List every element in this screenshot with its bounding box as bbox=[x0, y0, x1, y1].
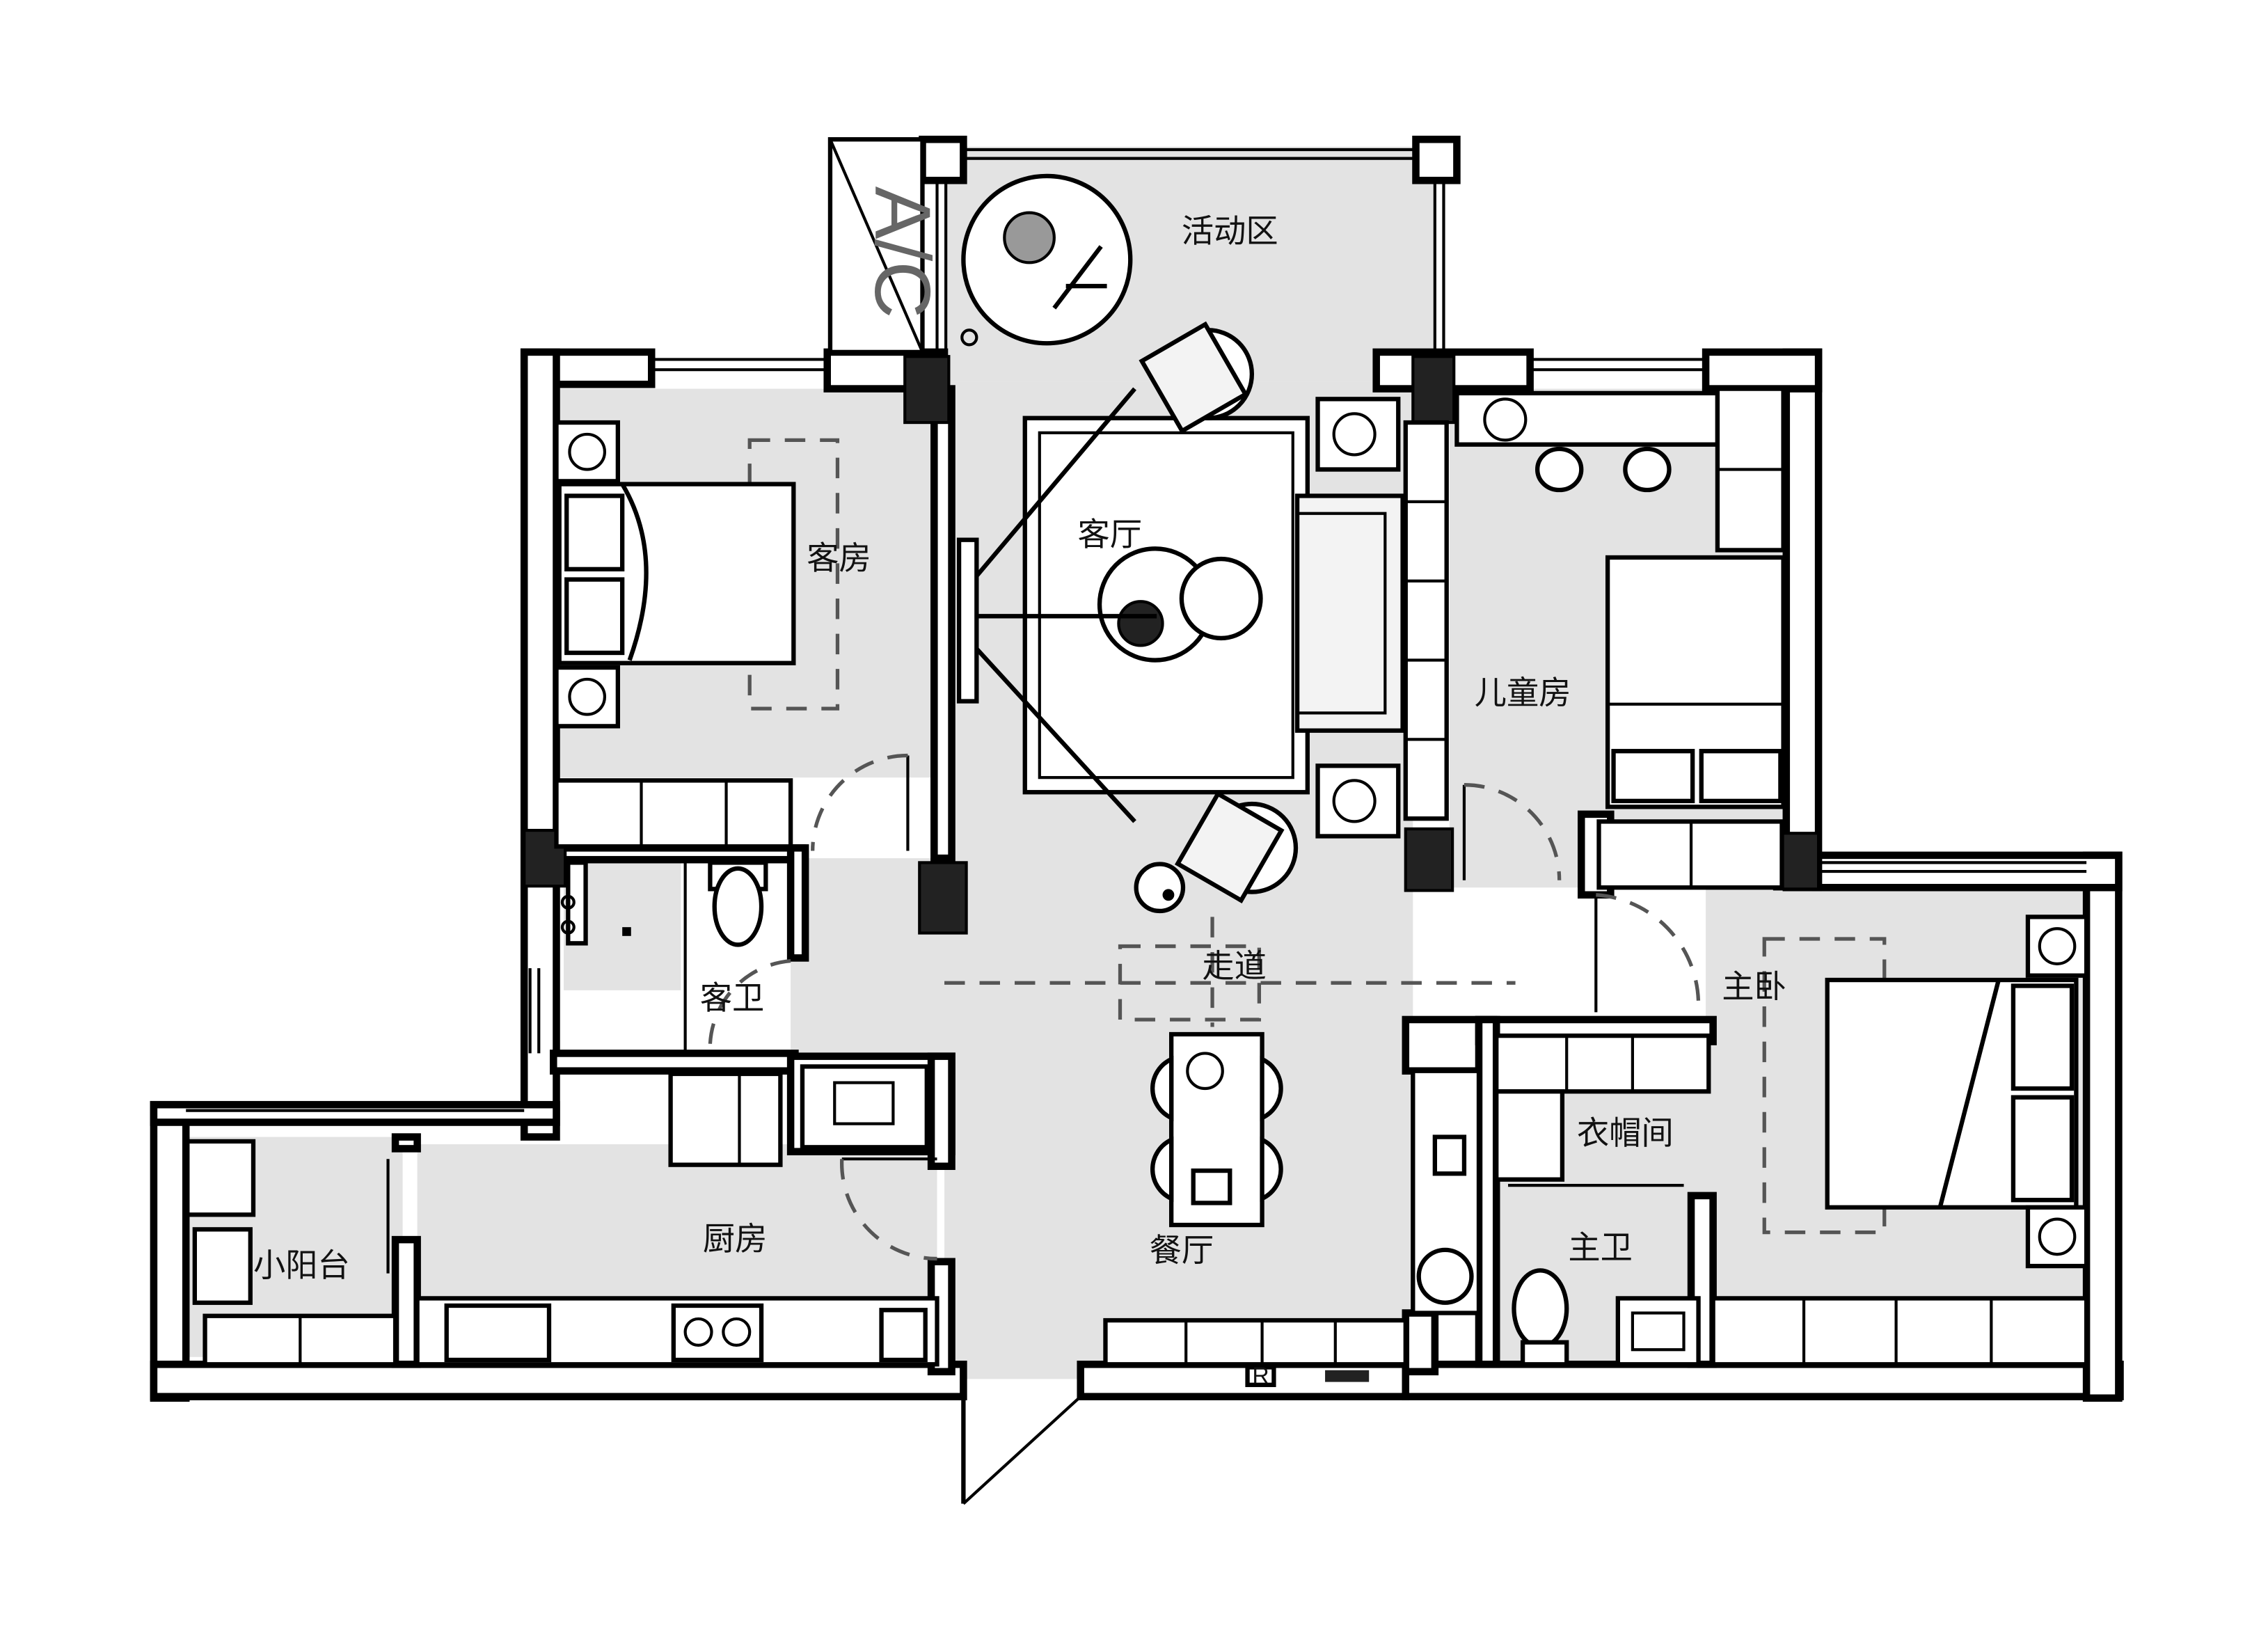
ac-label: A/C bbox=[858, 187, 946, 319]
walls bbox=[150, 135, 2124, 1402]
label-kitchen: 厨房 bbox=[703, 1221, 768, 1257]
label-small-balcony: 小阳台 bbox=[253, 1247, 350, 1283]
master-bath-fixtures bbox=[1411, 1068, 1701, 1367]
walk-in-closet-furniture bbox=[1494, 1033, 1711, 1187]
label-living-room: 客厅 bbox=[1078, 516, 1143, 553]
label-master-bedroom: 主卧 bbox=[1722, 968, 1786, 1004]
living-room-furniture bbox=[956, 321, 1405, 914]
entry-door bbox=[961, 1395, 1082, 1505]
guest-bath-fixtures bbox=[560, 860, 791, 1055]
dining-furniture: R bbox=[944, 917, 1516, 1389]
windows bbox=[186, 148, 2087, 1112]
balcony-fixtures bbox=[185, 1139, 398, 1367]
label-corridor: 走道 bbox=[1202, 948, 1267, 984]
label-activity-area: 活动区 bbox=[1182, 213, 1278, 249]
label-master-bath: 主卫 bbox=[1568, 1229, 1633, 1265]
ac-unit: A/C bbox=[827, 137, 946, 355]
activity-area-furniture bbox=[960, 173, 1133, 347]
label-guest-bath: 客卫 bbox=[700, 980, 765, 1016]
label-walk-in-closet: 衣帽间 bbox=[1577, 1115, 1674, 1151]
master-bedroom-furniture bbox=[1594, 893, 2089, 1367]
kids-room-furniture bbox=[1403, 386, 1786, 890]
guest-room-furniture bbox=[554, 420, 910, 851]
r-mark: R bbox=[1252, 1363, 1269, 1389]
room-labels: 活动区 客厅 客房 儿童房 走道 客卫 主卧 衣帽间 主卫 小阳台 厨房 餐厅 bbox=[253, 213, 1786, 1283]
kitchen-fixtures bbox=[415, 1064, 939, 1367]
label-dining-room: 餐厅 bbox=[1150, 1233, 1214, 1269]
label-guest-room: 客房 bbox=[807, 540, 871, 576]
label-kids-room: 儿童房 bbox=[1475, 675, 1571, 711]
